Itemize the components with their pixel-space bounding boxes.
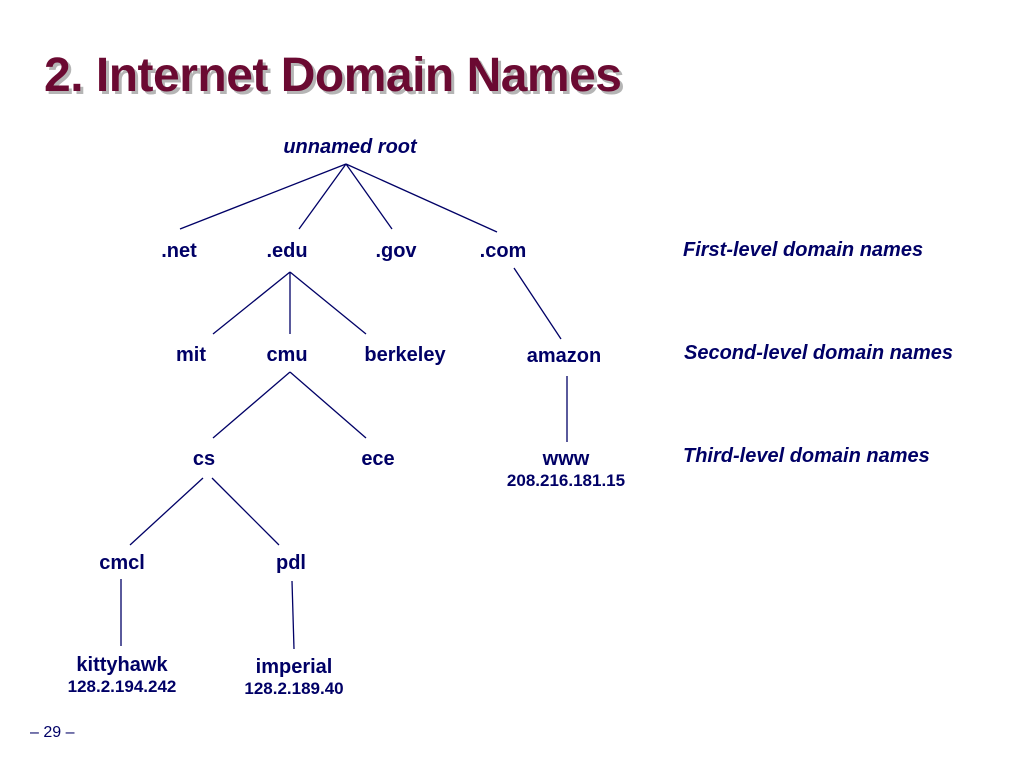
node-edu: .edu xyxy=(266,240,307,262)
node-label: cmcl xyxy=(99,552,145,574)
node-berkeley: berkeley xyxy=(364,344,445,366)
node-ece: ece xyxy=(361,448,394,470)
node-label: cmu xyxy=(266,344,308,366)
node-com: .com xyxy=(480,240,527,262)
node-unnamed-root: unnamed root xyxy=(283,136,416,158)
node-label: pdl xyxy=(276,552,306,574)
level-label-first: First-level domain names xyxy=(683,239,924,261)
edge-root-net xyxy=(179,163,347,230)
page-number: – 29 – xyxy=(30,724,75,741)
edge-root-gov xyxy=(345,163,393,230)
node-pdl: pdl xyxy=(276,552,306,574)
node-mit: mit xyxy=(176,344,206,366)
level-label-third: Third-level domain names xyxy=(683,445,930,467)
node-label: mit xyxy=(176,344,206,366)
node-cmu: cmu xyxy=(266,344,307,366)
node-label: www xyxy=(542,448,590,470)
edge-pdl-imperial xyxy=(291,580,295,650)
node-ip-address: 208.216.181.15 xyxy=(506,471,626,490)
edge-cmu-ece xyxy=(289,371,367,439)
node-cmcl: cmcl xyxy=(99,552,145,574)
slide-title: 2. Internet Domain Names xyxy=(44,49,622,102)
edge-cmu-cs xyxy=(212,371,291,439)
node-label: ece xyxy=(361,448,395,470)
edge-cs-cmcl xyxy=(129,477,204,546)
edge-root-edu xyxy=(298,163,347,230)
edge-root-com xyxy=(345,163,498,233)
node-label: .edu xyxy=(266,240,308,262)
edge-com-amazon xyxy=(513,267,562,340)
node-label: .net xyxy=(161,240,197,262)
node-label: kittyhawk xyxy=(76,654,168,676)
node-amazon: amazon xyxy=(527,345,601,367)
level-label-second: Second-level domain names xyxy=(684,342,953,364)
node-www: www 208.216.181.15 xyxy=(507,448,625,492)
edge-cs-pdl xyxy=(211,477,280,546)
node-label: imperial xyxy=(255,656,333,678)
node-gov: .gov xyxy=(375,240,416,262)
edge-edu-mit xyxy=(212,271,291,335)
node-kittyhawk: kittyhawk 128.2.194.242 xyxy=(68,654,177,698)
node-label: unnamed root xyxy=(283,136,417,158)
node-ip-address: 128.2.194.242 xyxy=(67,677,177,696)
node-label: berkeley xyxy=(364,344,446,366)
node-label: .com xyxy=(479,240,527,262)
node-label: .gov xyxy=(375,240,417,262)
node-ip-address: 128.2.189.40 xyxy=(244,679,344,698)
node-imperial: imperial 128.2.189.40 xyxy=(244,656,343,700)
node-net: .net xyxy=(161,240,197,262)
node-label: cs xyxy=(192,448,216,470)
node-cs: cs xyxy=(193,448,215,470)
edge-edu-berkeley xyxy=(289,271,367,335)
node-label: amazon xyxy=(526,345,602,367)
